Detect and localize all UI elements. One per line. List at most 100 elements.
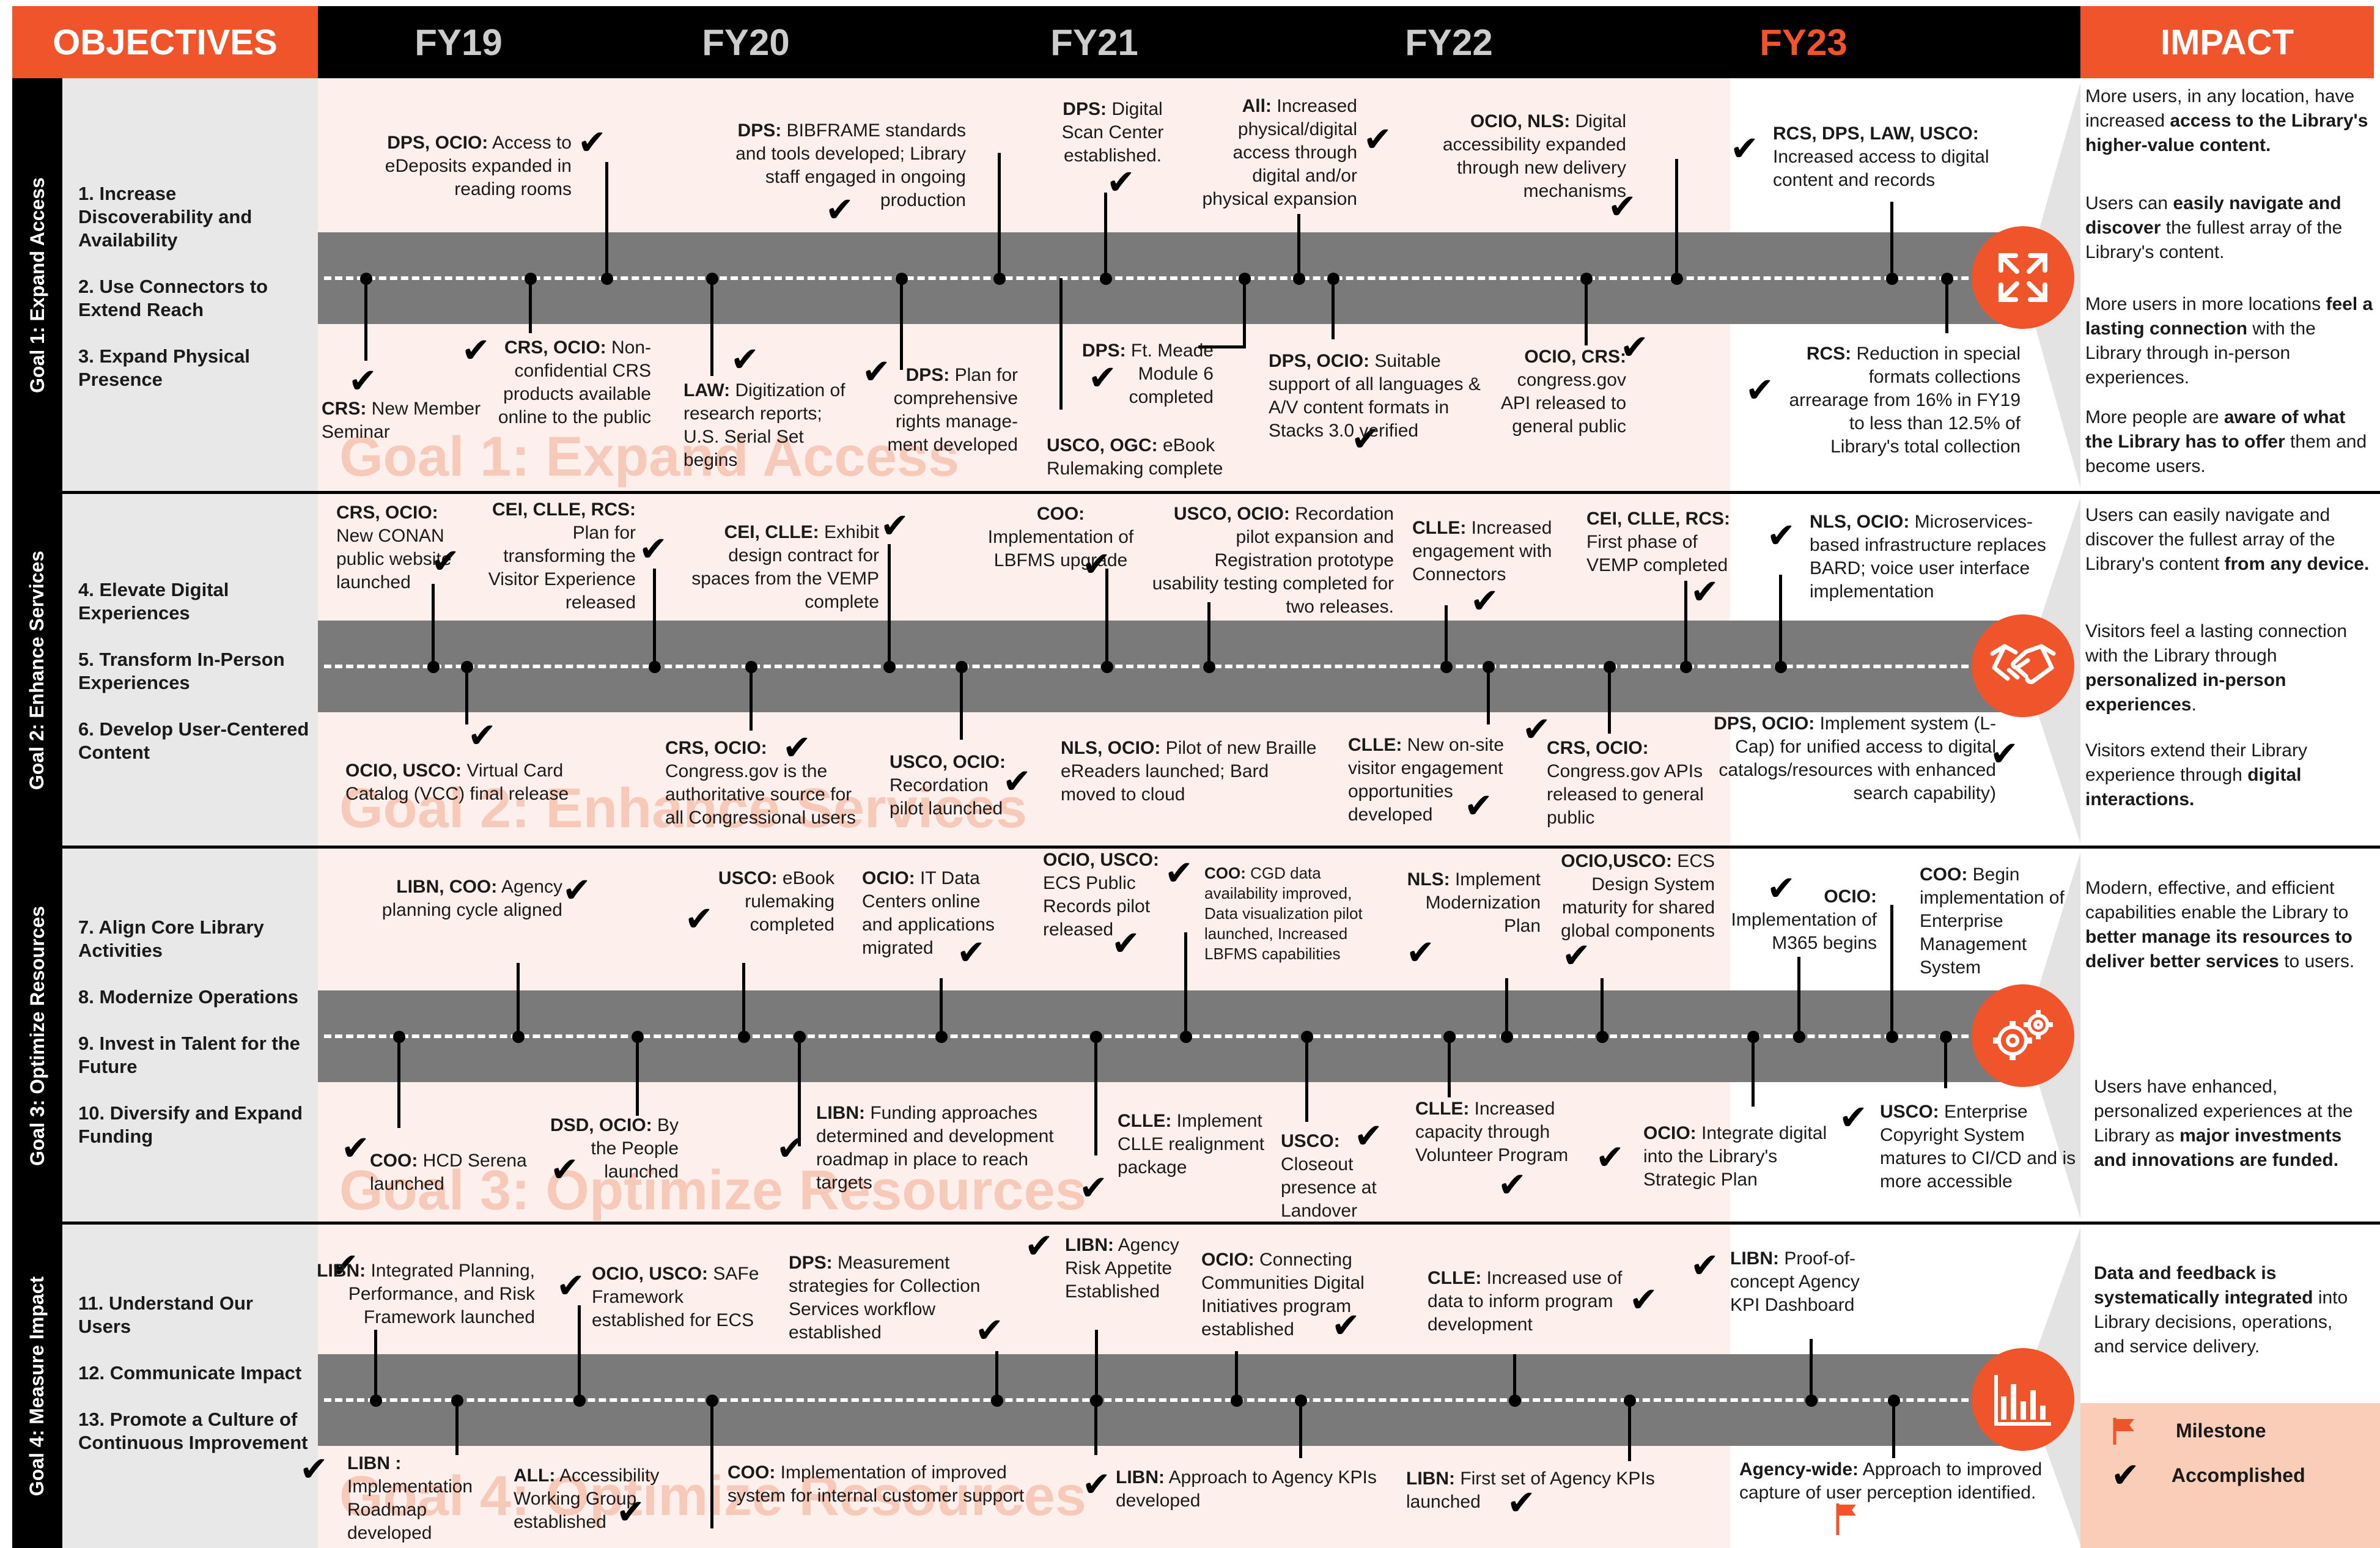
connector bbox=[1684, 581, 1687, 666]
checkmark-icon: ✔ bbox=[1363, 120, 1392, 158]
checkmark-icon: ✔ bbox=[330, 1246, 359, 1284]
connector bbox=[1299, 1400, 1302, 1458]
connector bbox=[710, 278, 713, 376]
legend-accomplished: ✔ Accomplished bbox=[2111, 1456, 2305, 1494]
objectives-goal-2: 4. Elevate Digital Experiences 5. Transf… bbox=[62, 494, 318, 847]
checkmark-icon: ✔ bbox=[1025, 1226, 1053, 1265]
milestone-dot bbox=[706, 1395, 718, 1407]
impact-text: Users can easily navigate and discover t… bbox=[2085, 193, 2343, 262]
milestone-dot bbox=[1671, 273, 1683, 285]
connector bbox=[1059, 404, 1063, 410]
milestone-dot bbox=[649, 661, 661, 673]
milestone-dot bbox=[360, 273, 372, 285]
milestone-dot bbox=[451, 1395, 463, 1407]
milestone-dot bbox=[991, 1395, 1003, 1407]
checkmark-icon: ✔ bbox=[957, 933, 986, 971]
checkmark-icon: ✔ bbox=[1107, 163, 1135, 201]
checkmark-icon: ✔ bbox=[1562, 936, 1591, 975]
connector bbox=[1235, 1351, 1238, 1400]
checkmark-icon: ✔ bbox=[468, 716, 496, 754]
goal-1-label: Goal 1: Expand Access bbox=[26, 177, 48, 393]
milestone: LAW: Digitization of research reports; U… bbox=[683, 380, 846, 470]
milestone-dot bbox=[1580, 273, 1593, 285]
connector bbox=[1797, 957, 1800, 1036]
impact-text: Users have enhanced, personalized experi… bbox=[2094, 1077, 2353, 1170]
checkmark-icon: ✔ bbox=[1470, 581, 1499, 620]
milestone-dot bbox=[461, 661, 473, 673]
connector bbox=[1608, 666, 1611, 734]
impact-header: IMPACT bbox=[2080, 6, 2374, 78]
bar-chart-icon bbox=[1972, 1348, 2074, 1451]
milestone-dot bbox=[1604, 661, 1616, 673]
milestone: DPS, OCIO: Suitable support of all langu… bbox=[1269, 351, 1481, 441]
checkmark-icon: ✔ bbox=[1596, 1138, 1624, 1176]
milestone: OCIO: Connecting Communities Digital Ini… bbox=[1201, 1250, 1365, 1340]
connector bbox=[1095, 1330, 1098, 1400]
connector bbox=[653, 569, 656, 666]
connector bbox=[742, 963, 745, 1036]
milestone: COO: HCD Serena launched bbox=[370, 1151, 527, 1194]
checkmark-icon: ✔ bbox=[431, 542, 460, 580]
checkmark-icon: ✔ bbox=[685, 899, 713, 938]
milestone: DPS: Measurement strategies for Collecti… bbox=[789, 1253, 981, 1343]
year-fy23: FY23 bbox=[1759, 21, 1848, 63]
milestone: USCO: Closeout presence at Landover bbox=[1281, 1131, 1377, 1221]
checkmark-icon: ✔ bbox=[1620, 328, 1649, 366]
year-fy21: FY21 bbox=[1050, 21, 1138, 63]
milestone-dot bbox=[525, 273, 537, 285]
connector bbox=[1513, 1354, 1516, 1400]
milestone-dot bbox=[1886, 273, 1898, 285]
milestone: CEI, CLLE, RCS: First phase of VEMP comp… bbox=[1586, 509, 1731, 575]
milestone: USCO: eBook rulemaking completed bbox=[718, 868, 834, 935]
connector bbox=[1305, 1036, 1308, 1122]
road-dash-goal-4 bbox=[324, 1398, 2024, 1402]
connector bbox=[605, 162, 608, 278]
connector bbox=[1890, 905, 1893, 1036]
impact-text: Visitors feel a lasting connection with … bbox=[2085, 621, 2348, 715]
objective-3: 3. Expand Physical Presence bbox=[78, 345, 250, 390]
milestone-dot bbox=[1805, 1395, 1818, 1407]
impact-goal-2: Users can easily navigate and discover t… bbox=[2080, 494, 2380, 847]
milestone: CLLE: Increased engagement with Connecto… bbox=[1412, 518, 1552, 584]
connector bbox=[1094, 1036, 1097, 1155]
milestone-dot bbox=[738, 1031, 750, 1043]
checkmark-icon: ✔ bbox=[2111, 1456, 2140, 1494]
milestone: COO: Implementation of improved system f… bbox=[728, 1462, 1025, 1506]
milestone-dot bbox=[745, 661, 757, 673]
milestone: OCIO, USCO: ECS Public Records pilot rel… bbox=[1043, 850, 1160, 940]
milestone-dot bbox=[1624, 1395, 1636, 1407]
legend-milestone: Milestone bbox=[2111, 1415, 2266, 1446]
milestone-dot bbox=[1941, 273, 1953, 285]
checkmark-icon: ✔ bbox=[1464, 786, 1493, 825]
connector bbox=[578, 1305, 581, 1400]
goal-1-watermark: Goal 1: Expand Access bbox=[339, 426, 960, 488]
checkmark-icon: ✔ bbox=[1767, 869, 1796, 907]
milestone: DSD, OCIO: By the People launched bbox=[550, 1115, 679, 1182]
milestone: NLS, OCIO: Pilot of new Braille eReaders… bbox=[1061, 738, 1317, 805]
milestone: USCO, OCIO: Recordation pilot launched bbox=[890, 752, 1006, 819]
connector bbox=[1207, 602, 1210, 666]
milestone: CEI, CLLE, RCS: Plan for transforming th… bbox=[488, 499, 636, 613]
goal-3-watermark: Goal 3: Optimize Resources bbox=[339, 1159, 1086, 1222]
milestone-dot bbox=[1101, 661, 1113, 673]
milestone: LIBN: Integrated Planning, Performance, … bbox=[317, 1261, 535, 1327]
checkmark-icon: ✔ bbox=[348, 361, 377, 400]
connector bbox=[900, 278, 903, 370]
objective-7: 7. Align Core Library Activities bbox=[78, 916, 264, 961]
milestone-dot bbox=[956, 661, 968, 673]
checkmark-icon: ✔ bbox=[862, 352, 891, 391]
connector bbox=[529, 278, 532, 333]
milestone-dot bbox=[1180, 1031, 1192, 1043]
checkmark-icon: ✔ bbox=[1629, 1280, 1658, 1319]
milestone-dot bbox=[1090, 1395, 1102, 1407]
checkmark-icon: ✔ bbox=[1165, 853, 1193, 892]
checkmark-icon: ✔ bbox=[562, 871, 591, 909]
milestone: OCIO, NLS: Digital accessibility expande… bbox=[1442, 111, 1626, 201]
milestone: CRS, OCIO: Congress.gov APIs released to… bbox=[1547, 738, 1704, 828]
milestone: NLS, OCIO: Microservices-based infrastru… bbox=[1810, 512, 2046, 602]
impact-goal-3: Modern, effective, and efficient capabil… bbox=[2080, 849, 2380, 1223]
impact-text: More users, in any location, have increa… bbox=[2085, 86, 2368, 155]
checkmark-icon: ✔ bbox=[731, 340, 759, 378]
milestone-dot bbox=[1239, 273, 1251, 285]
connector bbox=[1445, 605, 1448, 666]
